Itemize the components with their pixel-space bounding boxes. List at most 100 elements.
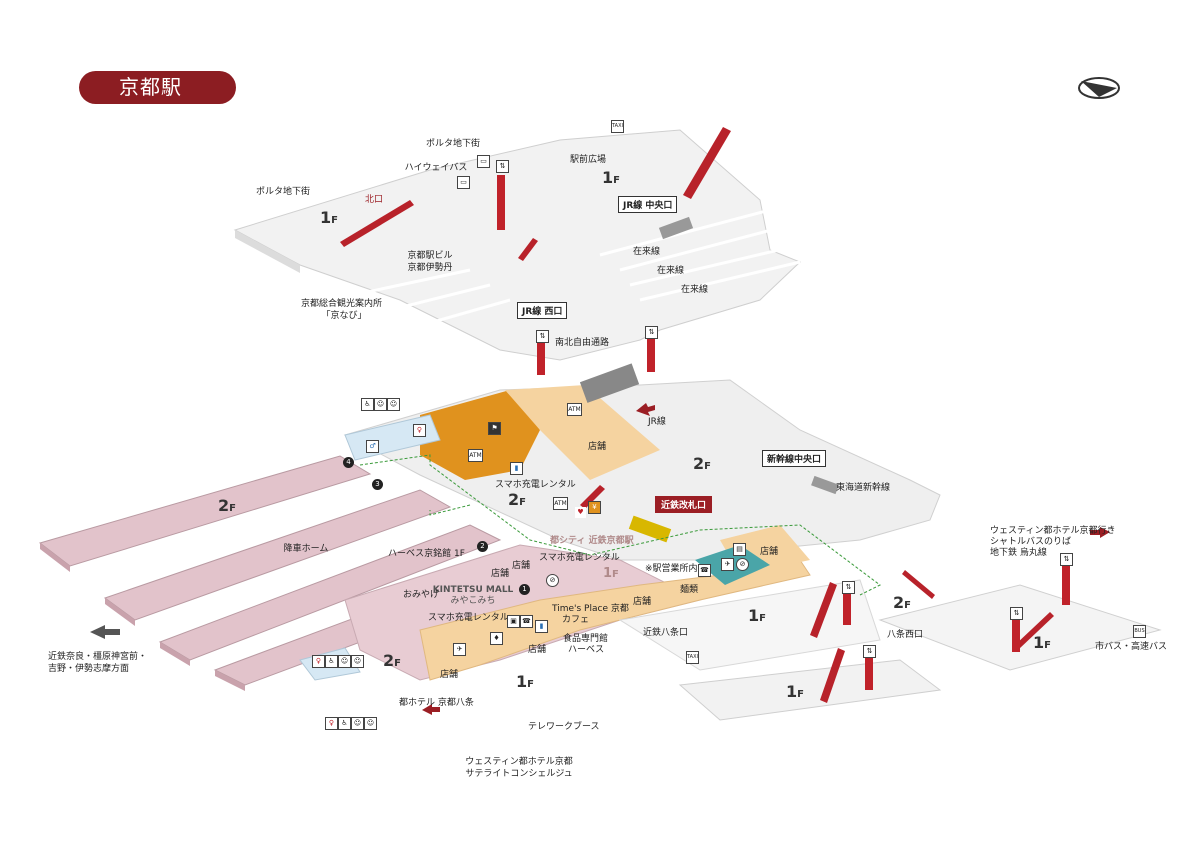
baby-room-icon: ☺ [387, 398, 400, 411]
label-kintetsu-dest-1: 近鉄奈良・橿原神宮前・ [48, 652, 148, 662]
label-zairaisen-1: 在来線 [633, 247, 661, 257]
family-restroom-icon: ☺ [374, 398, 387, 411]
transfer-route-2 [429, 504, 471, 516]
label-telework: テレワークブース [528, 722, 600, 732]
floor-label-east-1f: 1F [1033, 633, 1051, 652]
bus-stop-icon: ▭ [457, 176, 470, 189]
no-smoking-icon: ⊘ [546, 574, 559, 587]
label-joko-home: 降車ホーム [283, 544, 329, 554]
label-tenpo-5: 店舗 [760, 547, 779, 557]
transfer-route [359, 454, 881, 596]
label-karasuma: 地下鉄 烏丸線 [990, 548, 1047, 558]
jr-chuo-gate-label: JR線 中央口 [618, 196, 678, 213]
north-arrow-icon [1078, 77, 1120, 99]
westin-direction-arrow [1090, 527, 1110, 538]
station-title: 京都駅 [79, 71, 236, 104]
jr-nishi-gate-label: JR線 西口 [517, 302, 568, 319]
phone-icon: ☎ [520, 615, 533, 628]
currency-exchange-icon: ¥ [588, 501, 601, 514]
family-restroom-icon: ☺ [351, 717, 364, 730]
mens-restroom-icon: ♂ [366, 440, 379, 453]
south-1f-floor [678, 659, 942, 721]
label-porta-chika-top: ポルタ地下街 [425, 139, 481, 149]
hachijo-direction-arrow [422, 704, 440, 715]
floor-label-hachijo-1f: 1F [748, 606, 766, 625]
label-ekieigyo: ※駅営業所内 [645, 564, 698, 574]
kintetsu-gate-label: 近鉄改札口 [655, 496, 713, 513]
label-menrui: 麺類 [680, 585, 699, 595]
label-shokuhin: 食品専門館 [563, 634, 609, 644]
label-kintetsu-hachijo: 近鉄八条口 [643, 628, 689, 638]
telework-icon: ▣ [507, 615, 520, 628]
label-kitaguchi: 北口 [364, 195, 384, 205]
floor-label-south-1f: 1F [516, 672, 534, 691]
north-1f-front [235, 230, 300, 273]
info-icon: ✈ [721, 558, 734, 571]
label-miyako-city: 都シティ 近鉄京都駅 [550, 536, 634, 546]
floor-label-north-1f: 1F [320, 208, 338, 227]
bus-icon: BUS [1133, 625, 1146, 638]
label-cafe: カフェ [562, 615, 590, 625]
elevator-shafts [497, 175, 1070, 690]
bus-stop-icon: ▭ [477, 155, 490, 168]
charging-icon: ▮ [510, 462, 523, 475]
baby-room-icon: ☺ [351, 655, 364, 668]
kintetsu-direction-arrow [90, 625, 120, 639]
baby-room-icon: ☺ [364, 717, 377, 730]
route-marker: 4 [343, 457, 354, 468]
label-tenpo-4: 店舗 [633, 597, 652, 607]
label-times-place: Time's Place 京都 [552, 604, 629, 614]
taxi-icon: TAXI [686, 651, 699, 664]
label-shuttle-bus: シャトルバスのりば [990, 537, 1072, 547]
label-porta-chika-left: ポルタ地下街 [255, 187, 311, 197]
atm-icon: ATM [567, 403, 582, 416]
concierge-icon: ✈ [453, 643, 466, 656]
label-jr-sen: JR線 [648, 417, 666, 427]
north-1f-floor [233, 129, 801, 361]
route-marker: 2 [477, 541, 488, 552]
taxi-icon: TAXI [611, 120, 624, 133]
label-miyako-hotel: 都ホテル 京都八条 [399, 698, 474, 708]
label-kintetsu-dest-2: 吉野・伊勢志摩方面 [48, 664, 130, 674]
label-nanboku-tsuro: 南北自由通路 [555, 338, 610, 348]
no-smoking-icon: ⊘ [736, 558, 749, 571]
floor-label-platform-2f: 2F [218, 496, 236, 515]
label-ekimae-hiroba: 駅前広場 [569, 155, 607, 165]
label-omiyage: おみやげ [403, 590, 440, 600]
elevator-icon: ⇅ [1060, 553, 1073, 566]
label-tokaido-shinkansen: 東海道新幹線 [836, 483, 891, 493]
label-kanko-annai: 京都総合観光案内所 [300, 299, 382, 309]
elevator-icon: ⇅ [536, 330, 549, 343]
elevator-icon: ⇅ [863, 645, 876, 658]
label-hachijo-nishi: 八条西口 [887, 630, 924, 640]
jr-direction-arrow [636, 403, 655, 416]
elevator-icon: ⇅ [496, 160, 509, 173]
restroom-icon: ♀ [312, 655, 325, 668]
label-satellite: サテライトコンシェルジュ [465, 769, 573, 779]
family-restroom-icon: ☺ [338, 655, 351, 668]
floor-label-hachijo-2f: 2F [893, 593, 911, 612]
label-kintetsu-mall: KINTETSU MALL [432, 585, 514, 595]
floor-label-ekimae-1f: 1F [602, 168, 620, 187]
ticket-icon: ▤ [733, 543, 746, 556]
restroom-icon: ♀ [325, 717, 338, 730]
charging-icon: ▮ [535, 620, 548, 633]
label-kyoto-eki-biru: 京都駅ビル [407, 251, 453, 261]
label-sumaho-rental-1: スマホ充電レンタル [495, 480, 576, 490]
stairs [579, 216, 839, 543]
label-tenpo-6: 店舗 [528, 645, 547, 655]
info-desk-icon: ♦ [490, 632, 503, 645]
label-tenpo-3: 店舗 [491, 569, 510, 579]
elevator-icon: ⇅ [645, 326, 658, 339]
label-sumaho-rental-2: スマホ充電レンタル [539, 553, 620, 563]
label-highway-bus: ハイウェイバス [404, 163, 468, 173]
accessible-icon: ♿ [338, 717, 351, 730]
accessible-icon: ♿ [361, 398, 374, 411]
label-tenpo-1: 店舗 [588, 442, 607, 452]
floor-label-kintetsu-1f: 1F [603, 566, 619, 581]
label-kyonavi: 「京なび」 [321, 311, 367, 321]
escalators [340, 127, 1054, 703]
atm-icon: ATM [553, 497, 568, 510]
floor-label-east-2f: 2F [693, 454, 711, 473]
